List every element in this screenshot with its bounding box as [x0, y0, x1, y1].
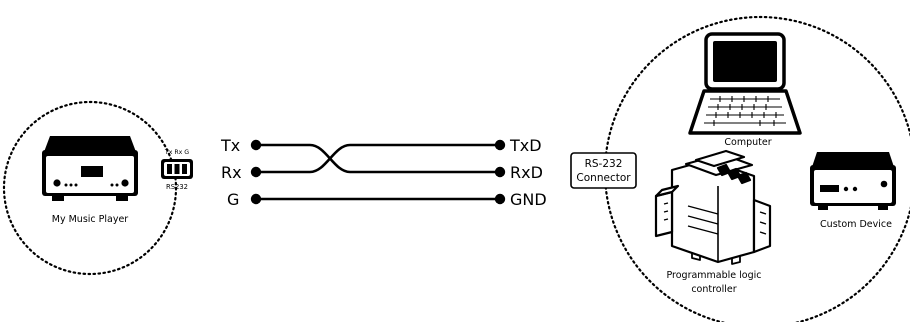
music-player-label: My Music Player [52, 214, 129, 225]
computer-icon [688, 32, 802, 135]
plc-label-line1: Programmable logic [666, 270, 761, 281]
pin-label-txd: TxD [509, 136, 542, 155]
gnd-pin-dot [494, 193, 506, 205]
rs232-port-pin-labels: Tx Rx G [164, 149, 189, 156]
plc-icon [654, 149, 772, 265]
wire-tx-to-rxd [254, 143, 502, 174]
music-player-icon [42, 136, 138, 201]
music-player-group: My Music Player Tx Rx G RS232 [2, 100, 193, 276]
rs232-port-icon [161, 159, 193, 179]
pin-label-gnd: GND [510, 190, 547, 209]
custom-device-icon [810, 152, 896, 210]
music-player-dotted-boundary [2, 100, 178, 276]
wire-endpoints [250, 139, 506, 205]
pin-label-tx: Tx [220, 136, 240, 155]
txd-pin-dot [494, 139, 506, 151]
wiring [254, 143, 502, 201]
pin-label-g: G [227, 190, 239, 209]
custom-device-label: Custom Device [820, 219, 892, 230]
connector-label-line1: RS-232 [585, 158, 623, 170]
g-pin-dot [250, 193, 262, 205]
pin-labels: Tx Rx G TxD RxD GND [220, 136, 547, 209]
computer-label: Computer [724, 137, 771, 148]
wire-rx-to-txd [254, 143, 502, 174]
tx-pin-dot [250, 139, 262, 151]
rs232-connector-box: RS-232 Connector [570, 152, 637, 189]
rx-pin-dot [250, 166, 262, 178]
rs232-port-label: RS232 [166, 183, 188, 191]
connector-label-line2: Connector [576, 172, 631, 184]
plc-label-line2: controller [691, 284, 736, 295]
pin-label-rx: Rx [221, 163, 242, 182]
rxd-pin-dot [494, 166, 506, 178]
pin-label-rxd: RxD [510, 163, 543, 182]
